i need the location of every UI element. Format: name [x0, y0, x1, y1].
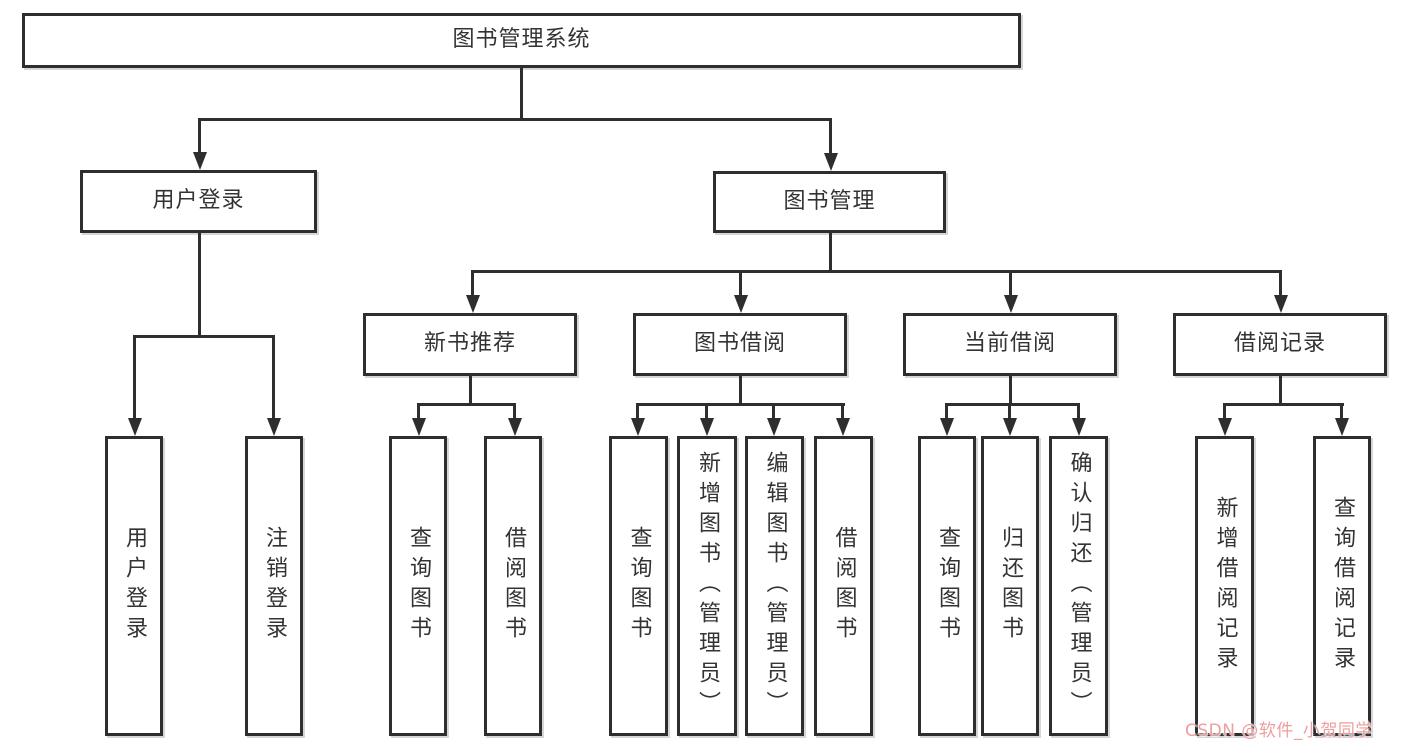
- leaf-edit-book-admin: 编辑图书（管理员）: [745, 436, 804, 736]
- arrowhead-leaf-user-login: [128, 418, 142, 436]
- leaf-confirm-return-admin: 确认归还（管理员）: [1049, 436, 1108, 736]
- leaf-query-book-2-label: 查询图书: [626, 526, 652, 646]
- connector-level3-hline: [471, 270, 1282, 273]
- connector-stem-edit-book: [772, 403, 775, 419]
- leaf-logout-label: 注销登录: [262, 526, 287, 646]
- connector-stem-borrow-record: [1279, 270, 1282, 296]
- connector-stem-book-borrow: [739, 270, 742, 296]
- leaf-confirm-return-admin-label: 确认归还（管理员）: [1066, 451, 1092, 721]
- arrowhead-current-borrow: [1004, 295, 1018, 313]
- leaf-add-borrow-record-label: 新增借阅记录: [1212, 496, 1238, 676]
- connector-userlogin-stem: [198, 233, 201, 337]
- leaf-query-book-3-label: 查询图书: [935, 526, 960, 646]
- leaf-add-book-admin-label: 新增图书（管理员）: [695, 451, 720, 721]
- node-book-management-label: 图书管理: [783, 188, 876, 214]
- node-current-borrow: 当前借阅: [903, 313, 1117, 376]
- arrowhead-add-book: [700, 418, 714, 436]
- connector-stem-current-borrow: [1009, 270, 1012, 296]
- node-book-borrow-label: 图书借阅: [693, 331, 786, 357]
- connector-stem-leaf-user-login: [133, 335, 136, 419]
- arrowhead-confirm-return: [1072, 418, 1086, 436]
- node-user-login-label: 用户登录: [152, 188, 245, 214]
- connector-stem-leaf-logout: [272, 335, 275, 419]
- leaf-return-book-label: 归还图书: [998, 526, 1023, 646]
- leaf-logout: 注销登录: [245, 436, 303, 736]
- arrowhead-query-book-1: [412, 418, 426, 436]
- connector-stem-return-book: [1008, 403, 1011, 419]
- connector-userlogin-hline: [133, 335, 275, 338]
- arrowhead-user-login: [193, 152, 207, 170]
- node-borrow-record-label: 借阅记录: [1233, 331, 1326, 357]
- node-new-book-recommend-label: 新书推荐: [423, 331, 516, 357]
- csdn-watermark: CSDN @软件_小贺同学: [1185, 721, 1373, 741]
- connector-borrowrecord-hline: [1223, 403, 1344, 406]
- connector-newbook-hline: [417, 403, 516, 406]
- leaf-query-book-3: 查询图书: [918, 436, 976, 736]
- node-root-label: 图书管理系统: [452, 27, 591, 53]
- leaf-add-borrow-record: 新增借阅记录: [1195, 436, 1254, 736]
- leaf-query-book-1-label: 查询图书: [406, 526, 431, 646]
- connector-bookborrow-hline: [636, 403, 845, 406]
- connector-borrowrecord-stem: [1279, 376, 1282, 405]
- leaf-user-login-label: 用户登录: [122, 526, 147, 646]
- leaf-query-borrow-record-label: 查询借阅记录: [1330, 496, 1355, 676]
- connector-bookborrow-stem: [739, 376, 742, 405]
- leaf-query-book-2: 查询图书: [609, 436, 668, 736]
- arrowhead-borrow-book-2: [836, 418, 850, 436]
- connector-stem-confirm-return: [1077, 403, 1080, 419]
- arrowhead-add-record: [1218, 418, 1232, 436]
- node-book-borrow: 图书借阅: [633, 313, 847, 376]
- leaf-edit-book-admin-label: 编辑图书（管理员）: [762, 451, 788, 721]
- leaf-return-book: 归还图书: [981, 436, 1039, 736]
- leaf-borrow-book-2: 借阅图书: [814, 436, 873, 736]
- connector-stem-book-management: [829, 118, 832, 153]
- leaf-add-book-admin: 新增图书（管理员）: [677, 436, 737, 736]
- connector-bookmgmt-stem: [829, 233, 832, 273]
- arrowhead-edit-book: [767, 418, 781, 436]
- node-root: 图书管理系统: [22, 13, 1021, 68]
- connector-currentborrow-stem: [1009, 376, 1012, 405]
- connector-stem-new-book: [471, 270, 474, 296]
- connector-stem-add-record: [1223, 403, 1226, 419]
- node-new-book-recommend: 新书推荐: [363, 313, 577, 376]
- arrowhead-borrow-book-1: [508, 418, 522, 436]
- leaf-borrow-book-1-label: 借阅图书: [501, 526, 526, 646]
- arrowhead-borrow-record: [1274, 295, 1288, 313]
- arrowhead-query-record: [1335, 418, 1349, 436]
- arrowhead-query-book-2: [631, 418, 645, 436]
- arrowhead-return-book: [1003, 418, 1017, 436]
- connector-level2-hline: [198, 118, 832, 121]
- node-book-management: 图书管理: [713, 171, 946, 233]
- node-borrow-record: 借阅记录: [1173, 313, 1387, 376]
- arrowhead-query-book-3: [940, 418, 954, 436]
- arrowhead-book-management: [824, 153, 838, 171]
- leaf-query-book-1: 查询图书: [389, 436, 447, 736]
- leaf-user-login: 用户登录: [105, 436, 163, 736]
- connector-stem-add-book: [705, 403, 708, 419]
- arrowhead-book-borrow: [734, 295, 748, 313]
- leaf-query-borrow-record: 查询借阅记录: [1313, 436, 1371, 736]
- leaf-borrow-book-1: 借阅图书: [484, 436, 542, 736]
- connector-newbook-stem: [469, 376, 472, 405]
- node-current-borrow-label: 当前借阅: [963, 331, 1056, 357]
- connector-stem-query-book-3: [945, 403, 948, 419]
- connector-stem-query-book-1: [417, 403, 420, 419]
- connector-stem-borrow-book-2: [841, 403, 844, 419]
- node-user-login: 用户登录: [80, 170, 317, 233]
- connector-root-stem: [520, 68, 523, 121]
- connector-currentborrow-hline: [945, 403, 1080, 406]
- connector-stem-user-login: [198, 118, 201, 153]
- connector-stem-query-record: [1340, 403, 1343, 419]
- arrowhead-new-book: [466, 295, 480, 313]
- leaf-borrow-book-2-label: 借阅图书: [831, 526, 857, 646]
- connector-stem-borrow-book-1: [513, 403, 516, 419]
- arrowhead-leaf-logout: [267, 418, 281, 436]
- connector-stem-query-book-2: [636, 403, 639, 419]
